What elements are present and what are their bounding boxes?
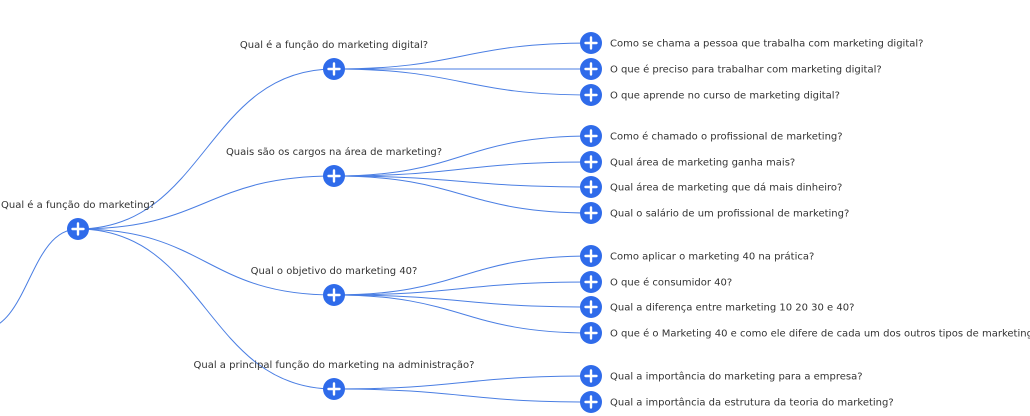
plus-icon (584, 88, 598, 102)
edge-topic-to-question (333, 388, 592, 403)
plus-icon (584, 369, 598, 383)
edge-topic-to-question (333, 42, 592, 70)
question-label: Qual a diferença entre marketing 10 20 3… (610, 303, 854, 314)
edge-root-to-topic (77, 228, 335, 390)
question-expand-button[interactable] (580, 176, 602, 198)
question-expand-button[interactable] (580, 125, 602, 147)
question-expand-button[interactable] (580, 245, 602, 267)
edge-topic-to-question (333, 294, 592, 334)
plus-icon (584, 62, 598, 76)
plus-icon (327, 382, 341, 396)
question-expand-button[interactable] (580, 271, 602, 293)
root-label: Qual é a função do marketing? (1, 199, 155, 211)
plus-icon (584, 36, 598, 50)
topic-label: Quais são os cargos na área de marketing… (226, 146, 442, 158)
question-expand-button[interactable] (580, 365, 602, 387)
question-label: Qual a importância da estrutura da teori… (610, 397, 894, 409)
plus-icon (584, 155, 598, 169)
question-label: O que é preciso para trabalhar com marke… (610, 64, 882, 76)
question-expand-button[interactable] (580, 202, 602, 224)
plus-icon (584, 129, 598, 143)
question-expand-button[interactable] (580, 322, 602, 344)
plus-icon (327, 169, 341, 183)
topic-expand-button[interactable] (323, 378, 345, 400)
edge-topic-to-question (333, 135, 592, 177)
topic-label: Qual o objetivo do marketing 40? (251, 266, 418, 277)
question-label: Como se chama a pessoa que trabalha com … (610, 39, 923, 50)
topic-expand-button[interactable] (323, 165, 345, 187)
edge-topic-to-question (333, 294, 592, 308)
root-expand-button[interactable] (67, 218, 89, 240)
plus-icon (584, 180, 598, 194)
plus-icon (327, 62, 341, 76)
question-expand-button[interactable] (580, 391, 602, 413)
plus-icon (584, 326, 598, 340)
edge-topic-to-question (333, 161, 592, 177)
edge-topic-to-question (333, 68, 592, 96)
question-expand-button[interactable] (580, 296, 602, 318)
question-expand-button[interactable] (580, 84, 602, 106)
question-expand-button[interactable] (580, 58, 602, 80)
topic-expand-button[interactable] (323, 58, 345, 80)
plus-icon (584, 395, 598, 409)
edge-topic-to-question (333, 175, 592, 188)
edge-root-to-topic (77, 175, 335, 230)
topic-expand-button[interactable] (323, 284, 345, 306)
edge-root-to-topic (77, 68, 335, 230)
question-expand-button[interactable] (580, 151, 602, 173)
plus-icon (584, 206, 598, 220)
topic-label: Qual a principal função do marketing na … (194, 360, 475, 371)
question-expand-button[interactable] (580, 32, 602, 54)
edge-topic-to-question (333, 375, 592, 390)
question-label: O que aprende no curso de marketing digi… (610, 91, 840, 102)
question-label: O que é o Marketing 40 e como ele difere… (610, 328, 1030, 340)
question-label: O que é consumidor 40? (610, 277, 732, 289)
connector-lines (0, 42, 592, 403)
edge-topic-to-question (333, 255, 592, 296)
edge-topic-to-question (333, 175, 592, 214)
edge-root-to-topic (77, 228, 335, 296)
plus-icon (584, 249, 598, 263)
plus-icon (71, 222, 85, 236)
topic-label: Qual é a função do marketing digital? (240, 39, 428, 51)
root-incoming-edge (0, 228, 79, 324)
node-layer: Qual é a função do marketing? Qual é a fu… (1, 32, 1030, 413)
plus-icon (584, 275, 598, 289)
question-label: Qual o salário de um profissional de mar… (610, 208, 849, 220)
question-label: Qual a importância do marketing para a e… (610, 371, 863, 383)
plus-icon (584, 300, 598, 314)
question-label: Como aplicar o marketing 40 na prática? (610, 251, 814, 263)
question-label: Como é chamado o profissional de marketi… (610, 131, 843, 143)
question-label: Qual área de marketing que dá mais dinhe… (610, 182, 842, 194)
question-label: Qual área de marketing ganha mais? (610, 157, 795, 169)
plus-icon (327, 288, 341, 302)
edge-topic-to-question (333, 281, 592, 296)
